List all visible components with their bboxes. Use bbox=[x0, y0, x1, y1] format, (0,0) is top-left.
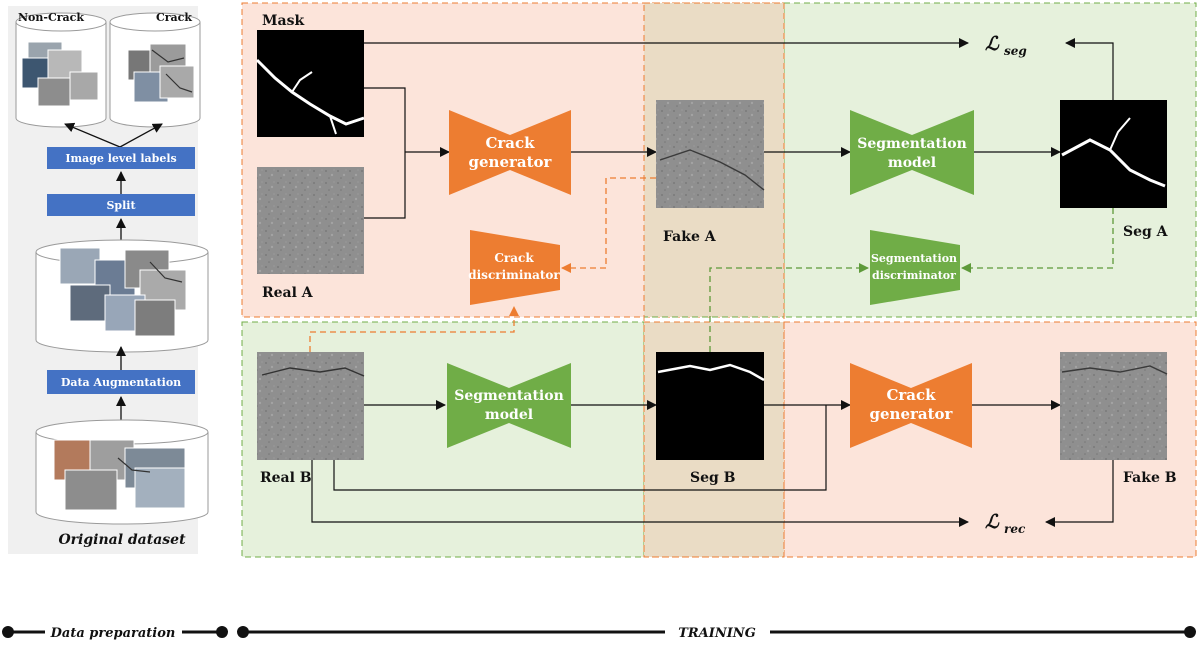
non-crack-label: Non-Crack bbox=[18, 11, 84, 24]
segmentation-model-bottom-line1: Segmentation bbox=[454, 388, 564, 404]
crack-discriminator-line2: discriminator bbox=[468, 268, 560, 282]
original-dataset-label: Original dataset bbox=[58, 532, 186, 548]
real-a-label: Real A bbox=[262, 285, 314, 301]
real-b-label: Real B bbox=[260, 470, 312, 486]
data-preparation-label: Data preparation bbox=[50, 626, 176, 641]
loss-seg-symbol: ℒ bbox=[985, 33, 1000, 55]
timeline: Data preparation TRAINING bbox=[2, 626, 1196, 641]
fake-a-image bbox=[656, 100, 765, 208]
data-preparation-panel: Non-Crack Crack Image level labels Split bbox=[8, 6, 209, 554]
split-text: Split bbox=[106, 199, 136, 212]
crack-generator-top: Crack generator bbox=[449, 110, 571, 195]
loss-rec: ℒ rec bbox=[985, 511, 1026, 536]
crack-generator-bottom: Crack generator bbox=[850, 363, 972, 448]
crack-cylinder bbox=[109, 12, 201, 128]
loss-rec-subscript: rec bbox=[1004, 522, 1026, 536]
crack-generator-top-line2: generator bbox=[469, 153, 553, 171]
seg-a-image bbox=[1060, 100, 1167, 208]
segmentation-discriminator-line1: Segmentation bbox=[871, 252, 957, 265]
crack-discriminator: Crack discriminator bbox=[468, 230, 560, 305]
crack-label: Crack bbox=[156, 11, 192, 24]
timeline-start-dot bbox=[2, 626, 14, 638]
timeline-prep-end-dot bbox=[216, 626, 228, 638]
crack-generator-bottom-line1: Crack bbox=[886, 386, 936, 404]
segmentation-model-top-line2: model bbox=[888, 155, 936, 171]
timeline-end-dot bbox=[1184, 626, 1196, 638]
loss-seg-subscript: seg bbox=[1004, 44, 1027, 58]
loss-rec-symbol: ℒ bbox=[985, 511, 1000, 533]
fake-b-label: Fake B bbox=[1123, 470, 1177, 486]
training-label: TRAINING bbox=[678, 626, 756, 641]
fake-b-image bbox=[1060, 352, 1168, 460]
segmentation-model-top-line1: Segmentation bbox=[857, 136, 967, 152]
fake-a-label: Fake A bbox=[663, 229, 717, 245]
data-augmentation-box: Data Augmentation bbox=[47, 370, 195, 394]
seg-a-label: Seg A bbox=[1123, 224, 1169, 240]
segmentation-discriminator: Segmentation discriminator bbox=[870, 230, 960, 305]
non-crack-cylinder bbox=[15, 12, 107, 128]
image-level-labels-box: Image level labels bbox=[47, 147, 195, 169]
real-b-image bbox=[257, 352, 365, 460]
seg-b-image bbox=[656, 352, 765, 460]
crack-discriminator-line1: Crack bbox=[494, 251, 534, 265]
mask-image bbox=[255, 30, 365, 137]
crack-generator-top-line1: Crack bbox=[485, 134, 535, 152]
split-box: Split bbox=[47, 194, 195, 216]
loss-seg: ℒ seg bbox=[985, 33, 1027, 58]
segmentation-model-bottom: Segmentation model bbox=[447, 363, 571, 448]
image-level-labels-text: Image level labels bbox=[65, 152, 176, 165]
crack-generator-bottom-line2: generator bbox=[870, 405, 954, 423]
mask-label: Mask bbox=[262, 13, 304, 29]
segmentation-model-bottom-line2: model bbox=[485, 407, 533, 423]
augmented-cylinder bbox=[35, 239, 209, 353]
original-dataset-cylinder bbox=[35, 419, 209, 525]
real-a-image bbox=[257, 167, 364, 274]
segmentation-discriminator-line2: discriminator bbox=[872, 269, 956, 282]
segmentation-model-top: Segmentation model bbox=[850, 110, 974, 195]
data-augmentation-text: Data Augmentation bbox=[61, 376, 181, 389]
seg-b-label: Seg B bbox=[690, 470, 736, 486]
